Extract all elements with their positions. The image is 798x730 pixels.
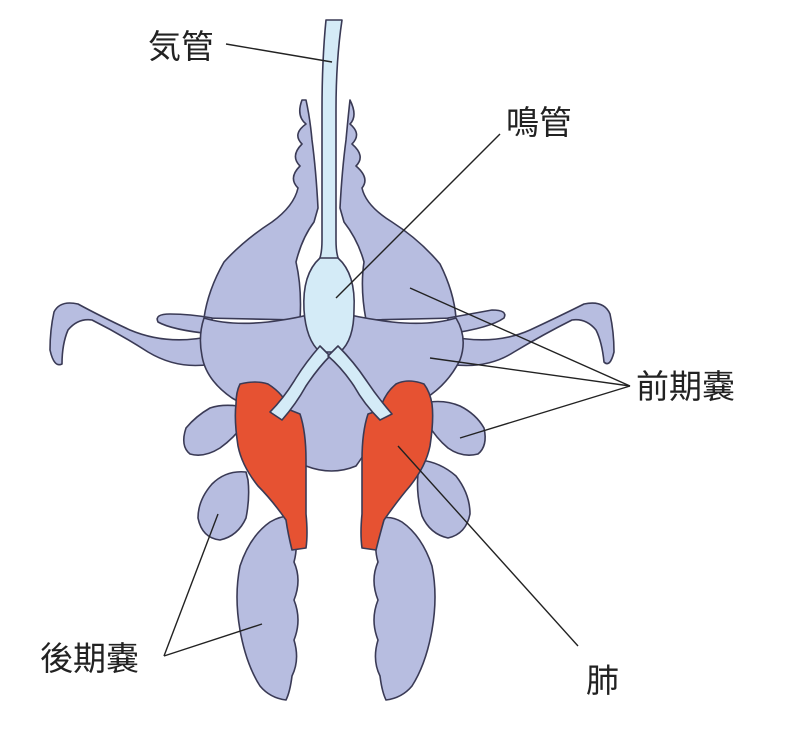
trachea-tube	[317, 19, 343, 263]
left-cervical-air-sac	[203, 99, 319, 321]
anterior-air-sacs-label: 前期嚢	[636, 367, 735, 406]
anterior-leader-1	[409, 287, 631, 387]
right-abdominal-air-sac	[373, 516, 436, 701]
trachea-leader	[225, 43, 333, 63]
left-anterior-thoracic-sac	[182, 404, 245, 456]
anterior-leader-3	[459, 385, 631, 439]
posterior-leader-1	[163, 513, 219, 657]
trachea-label: 気管	[148, 27, 214, 66]
syrinx-bulb	[303, 257, 355, 353]
right-posterior-thoracic-sac	[416, 459, 471, 539]
syrinx-label: 鳴管	[506, 103, 572, 142]
anterior-leader-2	[429, 357, 631, 387]
posterior-air-sacs-label: 後期嚢	[40, 639, 139, 678]
left-abdominal-air-sac	[236, 515, 299, 701]
syrinx-leader	[335, 133, 501, 299]
left-bronchus	[269, 345, 331, 421]
labels: 気管 鳴管 前期嚢 後期嚢 肺	[40, 27, 735, 700]
air-sacs	[49, 99, 615, 701]
leader-lines	[163, 43, 631, 657]
lung-leader	[397, 445, 579, 647]
left-wing-tip	[156, 313, 213, 335]
right-wing-tip	[447, 309, 506, 335]
posterior-leader-2	[163, 623, 263, 657]
right-cervical-air-sac	[339, 99, 457, 321]
lungs-label: 肺	[586, 661, 619, 700]
right-clavicular-arm	[447, 302, 615, 367]
left-posterior-thoracic-sac	[197, 470, 250, 541]
right-anterior-thoracic-sac	[427, 400, 486, 456]
airway	[269, 19, 393, 421]
left-clavicular-arm	[49, 302, 213, 367]
right-bronchus	[327, 345, 393, 421]
